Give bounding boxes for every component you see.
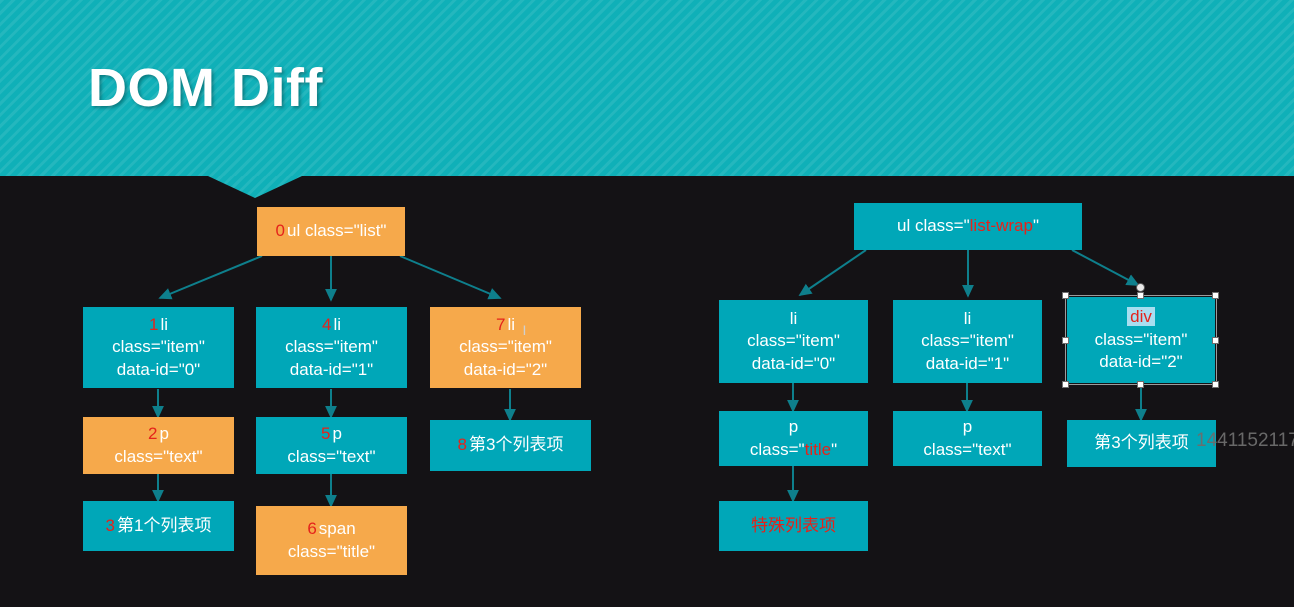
text-cursor-ibeam: I bbox=[522, 322, 527, 338]
node-tag-7: li bbox=[507, 314, 516, 334]
resize-handle-e[interactable] bbox=[1212, 337, 1219, 344]
rotate-handle[interactable] bbox=[1136, 283, 1145, 292]
right-node-p-title[interactable]: p class="title" bbox=[719, 411, 868, 466]
right-node-text-special-line1: 特殊列表项 bbox=[751, 515, 836, 535]
right-node-li-0-line2: class="item" bbox=[747, 331, 840, 351]
resize-handle-sw[interactable] bbox=[1062, 381, 1069, 388]
node-text-8: 第3个列表项 bbox=[469, 435, 564, 455]
resize-handle-w[interactable] bbox=[1062, 337, 1069, 344]
right-node-text-item3-line1: 第3个列表项 bbox=[1094, 433, 1189, 453]
right-node-p-text-line2: class="text" bbox=[923, 439, 1012, 459]
right-node-div-line3: data-id="2" bbox=[1099, 352, 1183, 372]
p-title-suffix: " bbox=[831, 439, 838, 459]
node-index-0: 0 bbox=[275, 221, 285, 241]
right-node-div-line2: class="item" bbox=[1094, 329, 1188, 349]
right-node-div-selected[interactable]: div class="item" data-id="2" bbox=[1067, 297, 1215, 383]
right-node-p-title-line1: p bbox=[788, 416, 799, 436]
node-index-4: 4 bbox=[321, 314, 332, 334]
right-node-p-text[interactable]: p class="text" bbox=[893, 411, 1042, 466]
right-node-text-item3[interactable]: 第3个列表项 bbox=[1067, 420, 1216, 467]
node-index-7: 7 bbox=[495, 314, 506, 334]
right-node-li-1-line1: li bbox=[963, 308, 972, 328]
node-index-8: 8 bbox=[457, 435, 467, 455]
watermark-number: 144115211715 bbox=[1196, 430, 1294, 451]
resize-handle-nw[interactable] bbox=[1062, 292, 1069, 299]
right-node-li-0[interactable]: li class="item" data-id="0" bbox=[719, 300, 868, 383]
left-node-1-line2: class="item" bbox=[112, 337, 205, 357]
right-node-li-1-line3: data-id="1" bbox=[925, 353, 1010, 373]
resize-handle-s[interactable] bbox=[1137, 381, 1144, 388]
selected-tag-text[interactable]: div bbox=[1127, 307, 1155, 327]
left-node-7-line2: class="item" bbox=[459, 337, 552, 357]
left-node-7-line3: data-id="2" bbox=[463, 359, 548, 379]
left-node-2-line2: class="text" bbox=[114, 446, 203, 466]
page-title: DOM Diff bbox=[88, 58, 323, 118]
node-index-3: 3 bbox=[105, 515, 115, 535]
right-node-p-text-line1: p bbox=[962, 416, 973, 436]
right-node-root-ul[interactable]: ul class="list-wrap" bbox=[854, 203, 1082, 250]
left-node-5-line2: class="text" bbox=[287, 446, 376, 466]
right-node-div-line1: div bbox=[1127, 306, 1155, 329]
p-title-prefix: class=" bbox=[749, 439, 805, 459]
right-root-suffix: " bbox=[1032, 216, 1039, 236]
left-node-1-line3: data-id="0" bbox=[116, 359, 201, 379]
node-tag-6: span bbox=[318, 518, 356, 538]
node-label-0: ul class="list" bbox=[287, 221, 387, 241]
left-node-6-line2: class="title" bbox=[287, 541, 376, 561]
node-tag-2: p bbox=[159, 423, 169, 443]
node-index-1: 1 bbox=[148, 314, 159, 334]
resize-handle-ne[interactable] bbox=[1212, 292, 1219, 299]
node-tag-5: p bbox=[332, 423, 342, 443]
node-tag-1: li bbox=[160, 314, 169, 334]
header-notch-triangle bbox=[208, 176, 302, 198]
slide-header-band bbox=[0, 0, 1294, 176]
node-index-5: 5 bbox=[321, 423, 331, 443]
resize-handle-se[interactable] bbox=[1212, 381, 1219, 388]
resize-handle-n[interactable] bbox=[1137, 292, 1144, 299]
node-text-3: 第1个列表项 bbox=[117, 515, 212, 535]
right-node-li-0-line1: li bbox=[789, 308, 798, 328]
left-node-4-line2: class="item" bbox=[285, 337, 378, 357]
right-root-prefix: ul class=" bbox=[897, 216, 970, 236]
right-node-text-special[interactable]: 特殊列表项 bbox=[719, 501, 868, 551]
node-tag-4: li bbox=[333, 314, 342, 334]
node-index-2: 2 bbox=[148, 423, 158, 443]
right-node-li-0-line3: data-id="0" bbox=[751, 353, 836, 373]
right-node-p-title-line2: class="title" bbox=[750, 439, 837, 462]
left-node-4-line3: data-id="1" bbox=[289, 359, 374, 379]
p-title-classname: title bbox=[804, 439, 832, 459]
right-root-classname: list-wrap bbox=[969, 216, 1033, 236]
right-node-li-1[interactable]: li class="item" data-id="1" bbox=[893, 300, 1042, 383]
right-node-li-1-line2: class="item" bbox=[921, 331, 1014, 351]
node-index-6: 6 bbox=[307, 518, 317, 538]
right-node-root-text: ul class="list-wrap" bbox=[897, 215, 1039, 238]
